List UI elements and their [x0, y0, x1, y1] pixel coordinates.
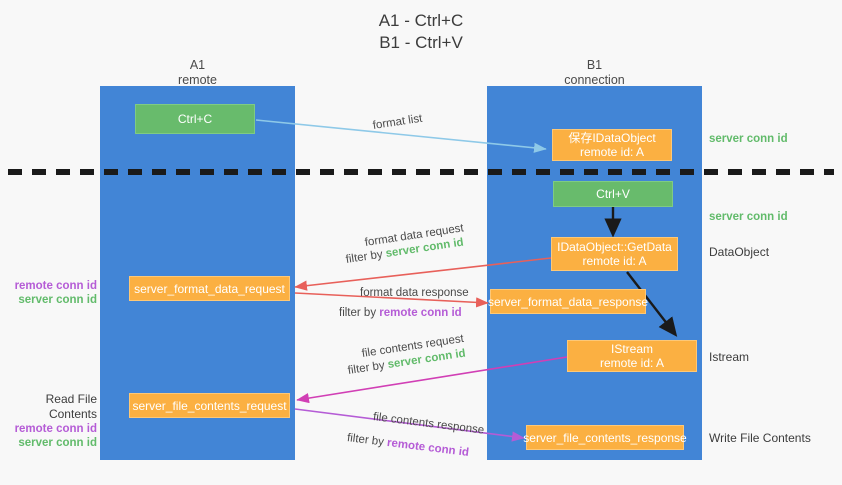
filter-prefix-fcreq: filter by [347, 359, 389, 377]
label-read-file-contents-group: Read File Contents remote conn id server… [0, 392, 97, 450]
column-header-b1: B1 connection [564, 58, 625, 87]
node-server-file-contents-request[interactable]: server_file_contents_request [129, 393, 290, 418]
column-header-a1: A1 remote [178, 58, 217, 87]
node-server-file-contents-response[interactable]: server_file_contents_response [523, 425, 687, 450]
label-conn-ids-format: remote conn id server conn id [0, 279, 97, 307]
edge-label-file-contents-response: file contents response [372, 411, 485, 437]
label-read-file-contents: Read File Contents [45, 392, 97, 421]
label-istream: Istream [709, 350, 750, 364]
node-server-format-data-response[interactable]: server_format_data_response [488, 289, 648, 314]
label-server-conn-id-top: server conn id [709, 133, 788, 145]
filter-value-fcres: remote conn id [386, 436, 470, 459]
label-write-file-contents: Write File Contents [709, 431, 811, 445]
edge-label-format-data-response-filter: filter by remote conn id [339, 306, 462, 321]
edge-label-file-contents-response-filter: filter by remote conn id [346, 431, 470, 461]
label-remote-conn-id-format: remote conn id [14, 280, 97, 292]
node-ctrl-v[interactable]: Ctrl+V [553, 181, 673, 207]
edge-label-format-data-response: format data response [360, 287, 469, 299]
node-server-format-data-request[interactable]: server_format_data_request [129, 276, 290, 301]
label-server-conn-id-file: server conn id [18, 437, 97, 449]
label-dataobject: DataObject [709, 245, 770, 259]
page-title: A1 - Ctrl+C B1 - Ctrl+V [378, 11, 464, 52]
node-save-dataobject[interactable]: 保存IDataObject remote id: A [552, 129, 672, 161]
label-remote-conn-id-file: remote conn id [14, 423, 97, 435]
node-getdata[interactable]: IDataObject::GetData remote id: A [551, 237, 678, 271]
node-istream[interactable]: IStream remote id: A [567, 340, 697, 372]
filter-prefix-fdres: filter by [339, 307, 380, 319]
label-server-conn-id-mid: server conn id [709, 211, 788, 223]
filter-value-fdres: remote conn id [379, 307, 462, 319]
filter-prefix-fcres: filter by [346, 432, 388, 449]
label-server-conn-id-format: server conn id [18, 294, 97, 306]
node-ctrl-c[interactable]: Ctrl+C [135, 104, 255, 134]
filter-prefix-fdreq: filter by [345, 248, 387, 266]
edge-label-format-list: format list [372, 112, 424, 132]
